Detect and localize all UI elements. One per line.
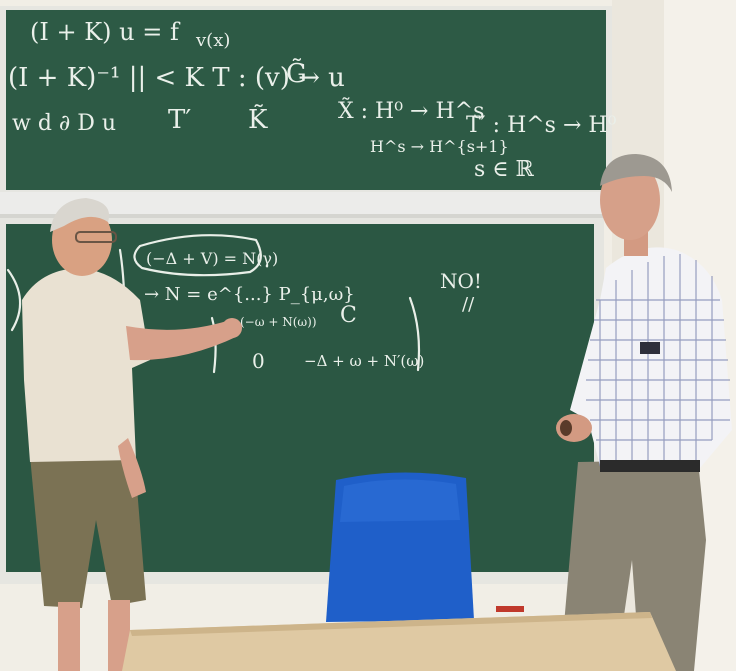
blue-chair: [326, 472, 474, 622]
upper-line-7: K̃: [248, 104, 268, 135]
lower-line-2: → N = e^{...} P_{μ,ω}: [144, 284, 355, 305]
right-man-hair: [600, 154, 672, 192]
left-man-hair: [50, 198, 110, 232]
lower-line-4: C: [340, 303, 357, 328]
left-man: [22, 198, 242, 671]
lower-line-7: NO!: [440, 269, 482, 293]
table: [122, 612, 676, 671]
upper-line-5: w d ∂ D u: [12, 111, 116, 136]
upper-line-8: X̃ : H⁰ → H^s: [338, 98, 484, 124]
upper-line-11: s ∈ ℝ: [474, 157, 535, 182]
right-man-belt: [600, 460, 700, 472]
red-object: [496, 606, 524, 612]
right-man-shirt: [570, 247, 732, 468]
upper-line-3: (I + K)⁻¹ || < K T : (v) → u: [8, 63, 345, 93]
upper-blackboard: [6, 10, 606, 190]
glasses-icon: [75, 231, 117, 243]
lower-line-5: 0: [252, 349, 265, 373]
upper-line-1: (I + K) u = f: [30, 18, 181, 46]
lower-line-1: (−Δ + V) = N(γ): [146, 249, 278, 268]
lower-line-8: //: [462, 294, 475, 315]
upper-line-10: T′ : H^s → H⁰: [466, 113, 617, 138]
upper-line-9: H^s → H^{s+1}: [370, 137, 509, 156]
upper-board-writing: (I + K) u = f v(x) (I + K)⁻¹ || < K T : …: [8, 18, 617, 182]
left-man-shorts: [30, 450, 146, 608]
lower-board-writing: (−Δ + V) = N(γ) → N = e^{...} P_{μ,ω} (−…: [6, 234, 482, 382]
left-man-shirt: [22, 268, 150, 462]
held-object-icon: [560, 420, 572, 436]
upper-line-6: T′: [168, 105, 191, 135]
lower-line-3: (−ω + N(ω)): [240, 315, 317, 329]
upper-line-4: G̃: [286, 58, 307, 89]
upper-line-2: v(x): [195, 30, 230, 51]
lower-line-6: −Δ + ω + N′(ω): [304, 352, 424, 370]
circled-equation: [133, 234, 262, 277]
pocket-item-icon: [640, 342, 660, 354]
left-man-arm: [126, 320, 238, 361]
